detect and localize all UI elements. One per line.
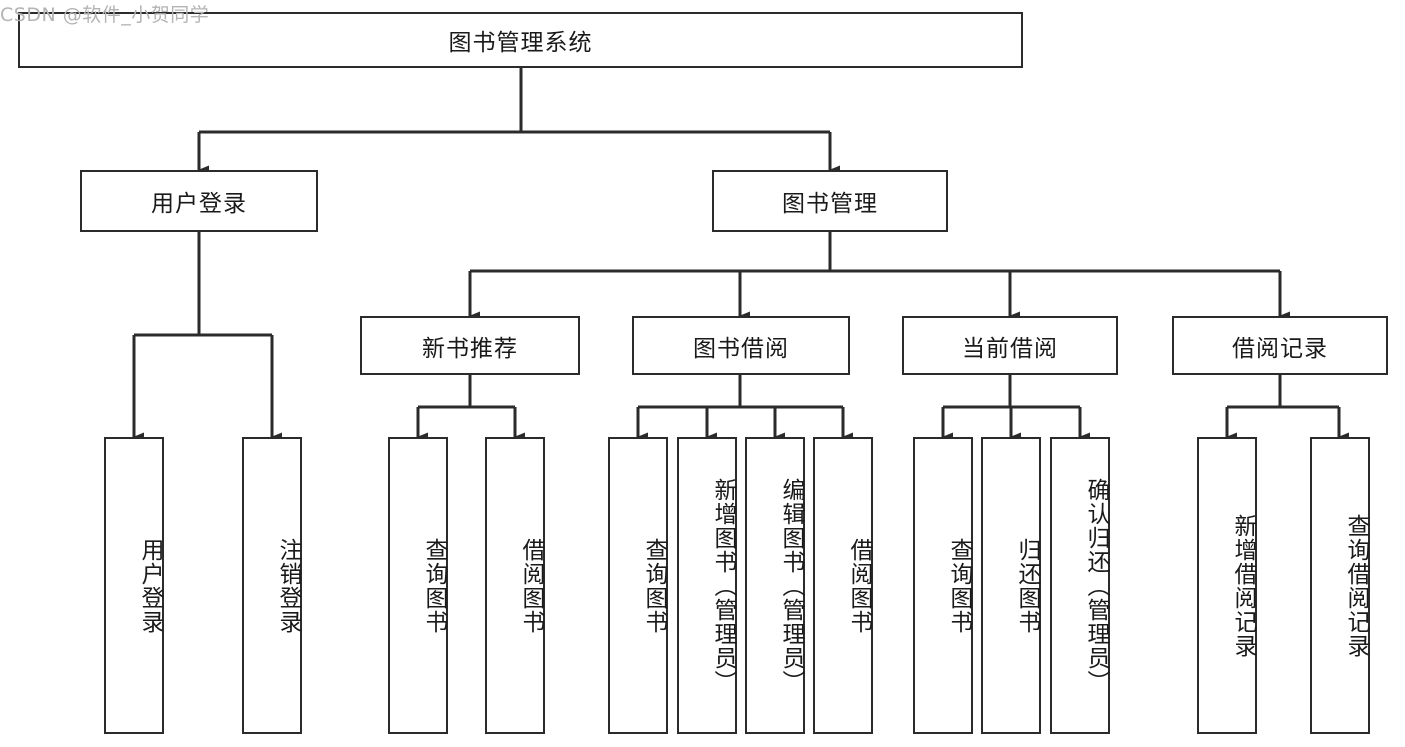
node-label: 用户登录	[137, 537, 163, 634]
node-borrow[interactable]: 图书借阅	[632, 316, 850, 375]
node-label: 用户登录	[151, 191, 247, 217]
node-leaf4[interactable]: 借阅图书	[485, 437, 545, 734]
node-leaf5[interactable]: 查询图书	[608, 437, 668, 734]
node-label: 查询图书	[421, 537, 447, 634]
node-current[interactable]: 当前借阅	[902, 316, 1118, 375]
node-leaf8[interactable]: 借阅图书	[813, 437, 873, 734]
node-bookmgmt[interactable]: 图书管理	[712, 170, 948, 232]
node-label: 新增借阅记录	[1230, 513, 1256, 658]
node-label: 图书借阅	[693, 335, 789, 362]
node-leaf1[interactable]: 用户登录	[104, 437, 164, 734]
node-label: 借阅图书	[518, 537, 544, 634]
node-records[interactable]: 借阅记录	[1172, 316, 1388, 375]
node-leaf7[interactable]: 编辑图书（管理员）	[745, 437, 805, 734]
node-label: 查询图书	[946, 537, 972, 634]
node-label: 借阅记录	[1232, 335, 1328, 362]
node-leaf3[interactable]: 查询图书	[388, 437, 448, 734]
node-leaf10[interactable]: 归还图书	[981, 437, 1041, 734]
node-leaf12[interactable]: 新增借阅记录	[1197, 437, 1257, 734]
node-label: 图书管理系统	[448, 30, 593, 56]
node-label: 确认归还（管理员）	[1083, 477, 1109, 694]
node-label: 新增图书（管理员）	[710, 477, 736, 694]
node-leaf9[interactable]: 查询图书	[913, 437, 973, 734]
node-leaf11[interactable]: 确认归还（管理员）	[1050, 437, 1110, 734]
node-label: 新书推荐	[422, 335, 518, 362]
node-label: 图书管理	[782, 191, 878, 217]
node-label: 查询图书	[641, 537, 667, 634]
node-login[interactable]: 用户登录	[80, 170, 318, 232]
edge-layer	[132, 68, 1349, 442]
node-root[interactable]: 图书管理系统	[18, 12, 1023, 68]
node-leaf2[interactable]: 注销登录	[242, 437, 302, 734]
node-leaf6[interactable]: 新增图书（管理员）	[677, 437, 737, 734]
watermark: CSDN @软件_小贺同学	[0, 4, 210, 26]
node-label: 注销登录	[275, 537, 301, 634]
node-leaf13[interactable]: 查询借阅记录	[1310, 437, 1370, 734]
node-label: 归还图书	[1014, 537, 1040, 634]
node-label: 当前借阅	[962, 335, 1058, 362]
node-label: 编辑图书（管理员）	[778, 477, 804, 694]
node-label: 查询借阅记录	[1343, 513, 1369, 658]
node-label: 借阅图书	[846, 537, 872, 634]
node-newbook[interactable]: 新书推荐	[360, 316, 580, 375]
